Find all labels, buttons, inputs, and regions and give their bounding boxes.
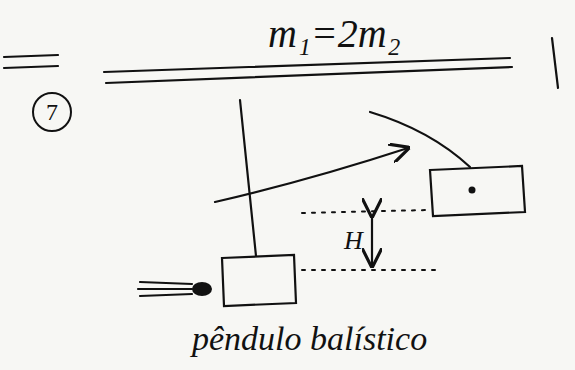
mass-relation: m₁=2m₂: [268, 14, 401, 54]
pendulum-block-swung: [430, 166, 525, 216]
caption-text: pêndulo balístico: [192, 322, 427, 356]
circle-ring: [33, 93, 71, 131]
pendulum-block: [222, 255, 296, 306]
problem-number-circle: 7: [31, 91, 73, 133]
swing-arrow: [215, 148, 408, 202]
level-line-upper: [302, 210, 428, 213]
level-line-lower: [302, 269, 440, 271]
problem-number: 7: [46, 100, 58, 124]
double-underline: [104, 58, 512, 83]
height-label: H: [344, 228, 363, 254]
embedded-bullet: [469, 187, 476, 194]
bullet: [192, 282, 212, 296]
bar-mark: [552, 38, 558, 88]
pendulum-string: [240, 100, 256, 256]
pendulum-string-swung: [370, 112, 470, 167]
height-arrow: [371, 216, 373, 266]
dash-marks: [4, 55, 58, 68]
motion-lines: [138, 282, 192, 296]
